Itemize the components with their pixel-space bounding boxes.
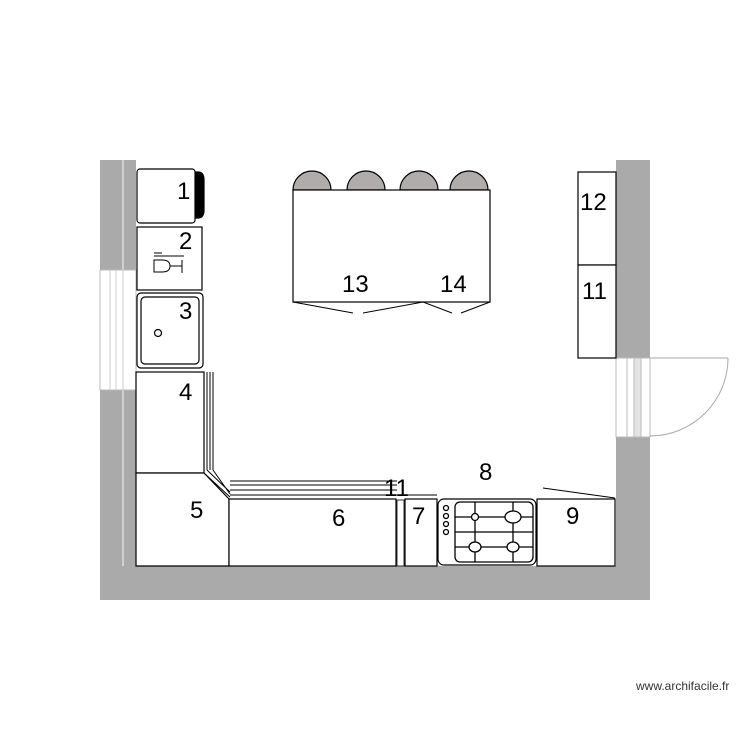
label-8: 8 <box>479 459 492 486</box>
label-3: 3 <box>179 298 192 325</box>
cooktop-icon <box>442 501 534 563</box>
label-9: 9 <box>566 503 579 530</box>
corner-cabinet-5 <box>135 472 230 567</box>
label-5: 5 <box>190 497 203 524</box>
label-12: 12 <box>580 189 607 216</box>
label-4: 4 <box>179 379 192 406</box>
watermark: www.archifacile.fr <box>636 679 730 693</box>
walls <box>100 160 650 600</box>
label-7: 7 <box>412 503 425 530</box>
label-14: 14 <box>440 271 467 298</box>
label-13: 13 <box>342 271 369 298</box>
dining-table <box>292 189 491 303</box>
tall-cabinet-12 <box>577 171 617 266</box>
chair <box>346 170 386 191</box>
dishwasher-2 <box>136 226 203 291</box>
drain-icon <box>153 328 163 338</box>
cabinet-1-handle <box>192 171 205 219</box>
label-2: 2 <box>179 228 192 255</box>
label-1: 1 <box>177 178 190 205</box>
cabinet-6 <box>228 498 397 567</box>
cabinet-1 <box>136 168 196 224</box>
chairs <box>292 170 489 191</box>
bottom-wall <box>100 566 650 600</box>
label-6: 6 <box>332 505 345 532</box>
chair <box>292 170 332 191</box>
cabinet-9 <box>536 498 616 567</box>
label-11-small: 11 <box>384 475 409 502</box>
dishwasher-icon <box>153 252 184 273</box>
chair <box>399 170 439 191</box>
entry-door <box>615 357 729 438</box>
right-wall-lower <box>616 437 650 600</box>
cabinet-7 <box>404 498 438 567</box>
left-window <box>99 269 137 391</box>
cabinet-4 <box>135 371 205 474</box>
label-11: 11 <box>582 278 607 305</box>
right-wall-upper <box>616 160 650 358</box>
tall-cabinet-11 <box>577 264 617 359</box>
chair <box>449 170 489 191</box>
